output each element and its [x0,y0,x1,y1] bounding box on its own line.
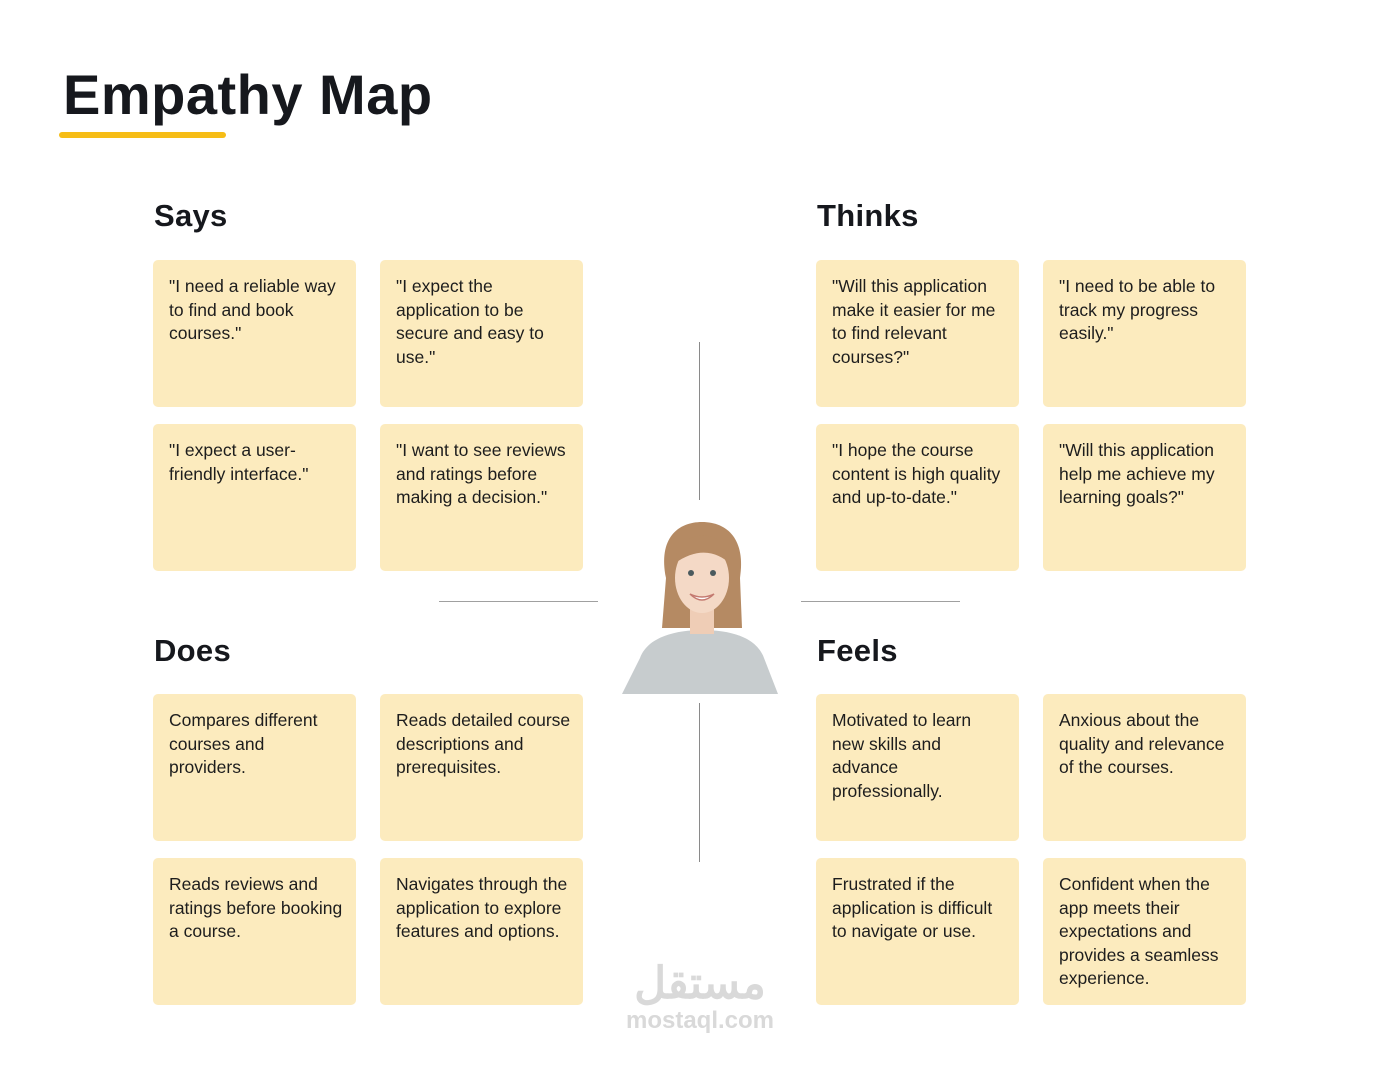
says-card: "I need a reliable way to find and book … [153,260,356,407]
divider-vertical-bottom [699,703,700,862]
title-underline [59,132,226,138]
feels-card: Motivated to learn new skills and advanc… [816,694,1019,841]
divider-vertical-top [699,342,700,500]
feels-card: Confident when the app meets their expec… [1043,858,1246,1005]
section-title-does: Does [154,633,232,668]
divider-horizontal-left [439,601,598,602]
section-title-thinks: Thinks [817,198,919,233]
watermark-arabic: مستقل [634,959,766,1008]
does-card: Reads reviews and ratings before booking… [153,858,356,1005]
thinks-card: "Will this application make it easier fo… [816,260,1019,407]
section-title-says: Says [154,198,228,233]
persona-photo [622,522,778,694]
does-card: Reads detailed course descriptions and p… [380,694,583,841]
watermark: مستقل mostaql.com [612,960,788,1034]
says-card: "I expect a user-friendly interface." [153,424,356,571]
does-card: Navigates through the application to exp… [380,858,583,1005]
does-card: Compares different courses and providers… [153,694,356,841]
thinks-card: "I need to be able to track my progress … [1043,260,1246,407]
says-card: "I want to see reviews and ratings befor… [380,424,583,571]
divider-horizontal-right [801,601,960,602]
watermark-latin: mostaql.com [625,1007,775,1034]
says-card: "I expect the application to be secure a… [380,260,583,407]
feels-card: Anxious about the quality and relevance … [1043,694,1246,841]
page-title: Empathy Map [63,63,433,126]
thinks-card: "I hope the course content is high quali… [816,424,1019,571]
feels-card: Frustrated if the application is difficu… [816,858,1019,1005]
thinks-card: "Will this application help me achieve m… [1043,424,1246,571]
section-title-feels: Feels [817,633,898,668]
